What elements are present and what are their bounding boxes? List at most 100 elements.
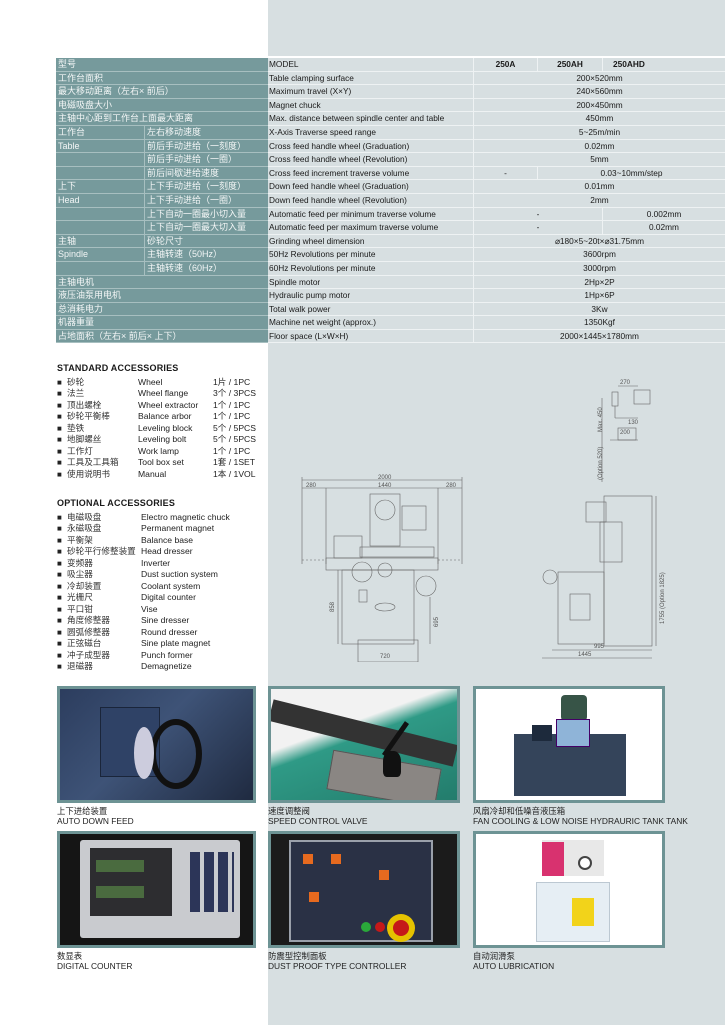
accessory-en: Tool box set [138, 457, 184, 467]
accessory-en: Manual [138, 468, 167, 479]
spec-value: 0.002mm [646, 208, 682, 219]
spec-cn-sub: 前后手动进给（一刻度） [144, 139, 268, 153]
spec-value: 1Hp×6P [584, 290, 615, 301]
spec-value: 450mm [585, 113, 614, 124]
spec-cn-group: 主轴 [58, 235, 77, 246]
photo-caption-cn: 上下进给装置 [57, 806, 108, 816]
spec-cn-sub: 前后间歇进给速度 [144, 166, 268, 180]
spec-en-label: Spindle motor [269, 276, 321, 287]
dim-130: 130 [628, 420, 639, 426]
accessory-en: Vise [141, 603, 158, 614]
accessory-cn: 平衡架 [67, 534, 93, 545]
dim-base-total: 1445 [578, 652, 592, 658]
accessory-en: Work lamp [138, 445, 179, 456]
side-view-drawing: 270 Max. 450 (Option 520) 130 200 1755 (… [542, 380, 666, 659]
front-view-drawing: 2000 280 1440 280 858 695 720 [301, 475, 463, 662]
spec-row: 最大移动距离（左右× 前后）Maximum travel (X×Y)240×56… [56, 85, 725, 99]
spec-cn-group [56, 167, 144, 180]
accessory-en: Punch former [141, 649, 193, 660]
square-bullet-icon: ■ [57, 458, 62, 467]
accessory-en: Sine plate magnet [141, 638, 211, 648]
accessory-en: Coolant system [141, 580, 201, 591]
accessory-cn: 角度修整器 [67, 615, 110, 625]
spec-value: 0.01mm [584, 181, 615, 192]
spec-cn-group: Spindle [58, 249, 89, 260]
accessory-en: Digital counter [141, 592, 196, 602]
accessory-en: Permanent magnet [141, 523, 215, 533]
accessory-en: Wheel extractor [138, 399, 199, 410]
spec-value: 3Kw [591, 303, 608, 314]
square-bullet-icon: ■ [57, 389, 62, 398]
dim-total-width: 2000 [378, 475, 392, 481]
spec-cn-label: 主轴中心距到工作台上面最大距离 [58, 113, 194, 124]
spec-en-label: Automatic feed per minimum traverse volu… [269, 208, 436, 219]
photo-caption-cn: 风扇冷却和低噪音液压箱 [473, 806, 566, 816]
spec-cn-sub: 上下自动一圈最小切入量 [144, 207, 268, 221]
photo-caption-en: DUST PROOF TYPE CONTROLLER [268, 961, 407, 971]
spec-en-label: Machine net weight (approx.) [269, 317, 376, 328]
spec-value: 3600rpm [583, 249, 616, 260]
spec-cn-label: 最大移动距离（左右× 前后） [58, 86, 174, 97]
accessory-cn: 砂轮平行修整装置 [67, 546, 136, 556]
spec-value: 0.02mm [584, 140, 615, 151]
spec-cn-sub: 左右移动速度 [144, 125, 268, 139]
photo-caption-cn: 数显表 [57, 951, 83, 961]
spec-cn-sub: 上下手动进给（一刻度） [144, 180, 268, 193]
accessory-cn: 吸尘器 [67, 569, 93, 579]
dim-option: (Option 520) [598, 447, 604, 480]
spec-value: - [474, 221, 603, 234]
spec-en-label: Floor space (L×W×H) [269, 330, 349, 341]
spec-cn-group [56, 208, 144, 221]
spec-cn-label: 机器重量 [58, 317, 95, 328]
spec-en-label: 50Hz Revolutions per minute [269, 249, 376, 260]
accessory-cn: 垫铁 [67, 422, 85, 433]
spec-row: 前后手动进给（一圈）Cross feed handle wheel (Revol… [56, 153, 725, 167]
square-bullet-icon: ■ [57, 446, 62, 456]
dim-middle: 1440 [378, 483, 392, 489]
spec-value: 5mm [590, 154, 609, 165]
dim-base-inner: 995 [594, 644, 605, 650]
spec-header-en: MODEL [269, 59, 299, 69]
spec-en-label: Down feed handle wheel (Graduation) [269, 181, 409, 192]
spec-cn-sub: 上下自动一圈最大切入量 [144, 221, 268, 234]
square-bullet-icon: ■ [57, 662, 62, 671]
accessory-cn: 光栅尺 [67, 592, 93, 602]
spec-value: ⌀180×5~20t×⌀31.75mm [554, 235, 645, 246]
accessory-qty: 1个 / 1PC [213, 445, 251, 456]
spec-en-label: X-Axis Traverse speed range [269, 126, 376, 137]
accessory-cn: 顶出螺栓 [67, 399, 102, 410]
optional-accessories-title: OPTIONAL ACCESSORIES [57, 498, 176, 508]
auto-lubrication-photo [473, 831, 665, 948]
square-bullet-icon: ■ [57, 535, 62, 545]
accessory-en: Leveling block [138, 422, 193, 433]
spec-value: - [474, 166, 538, 180]
square-bullet-icon: ■ [57, 581, 62, 591]
spec-en-label: Table clamping surface [269, 72, 354, 83]
spec-value: - [474, 207, 603, 221]
accessory-cn: 平口钳 [67, 603, 93, 614]
spec-en-label: Maximum travel (X×Y) [269, 86, 352, 97]
accessory-en: Inverter [141, 557, 171, 568]
spec-cn-label: 总消耗电力 [58, 303, 104, 314]
accessory-cn: 正弦磁台 [67, 638, 102, 648]
spec-cn-label: 主轴电机 [58, 276, 95, 287]
